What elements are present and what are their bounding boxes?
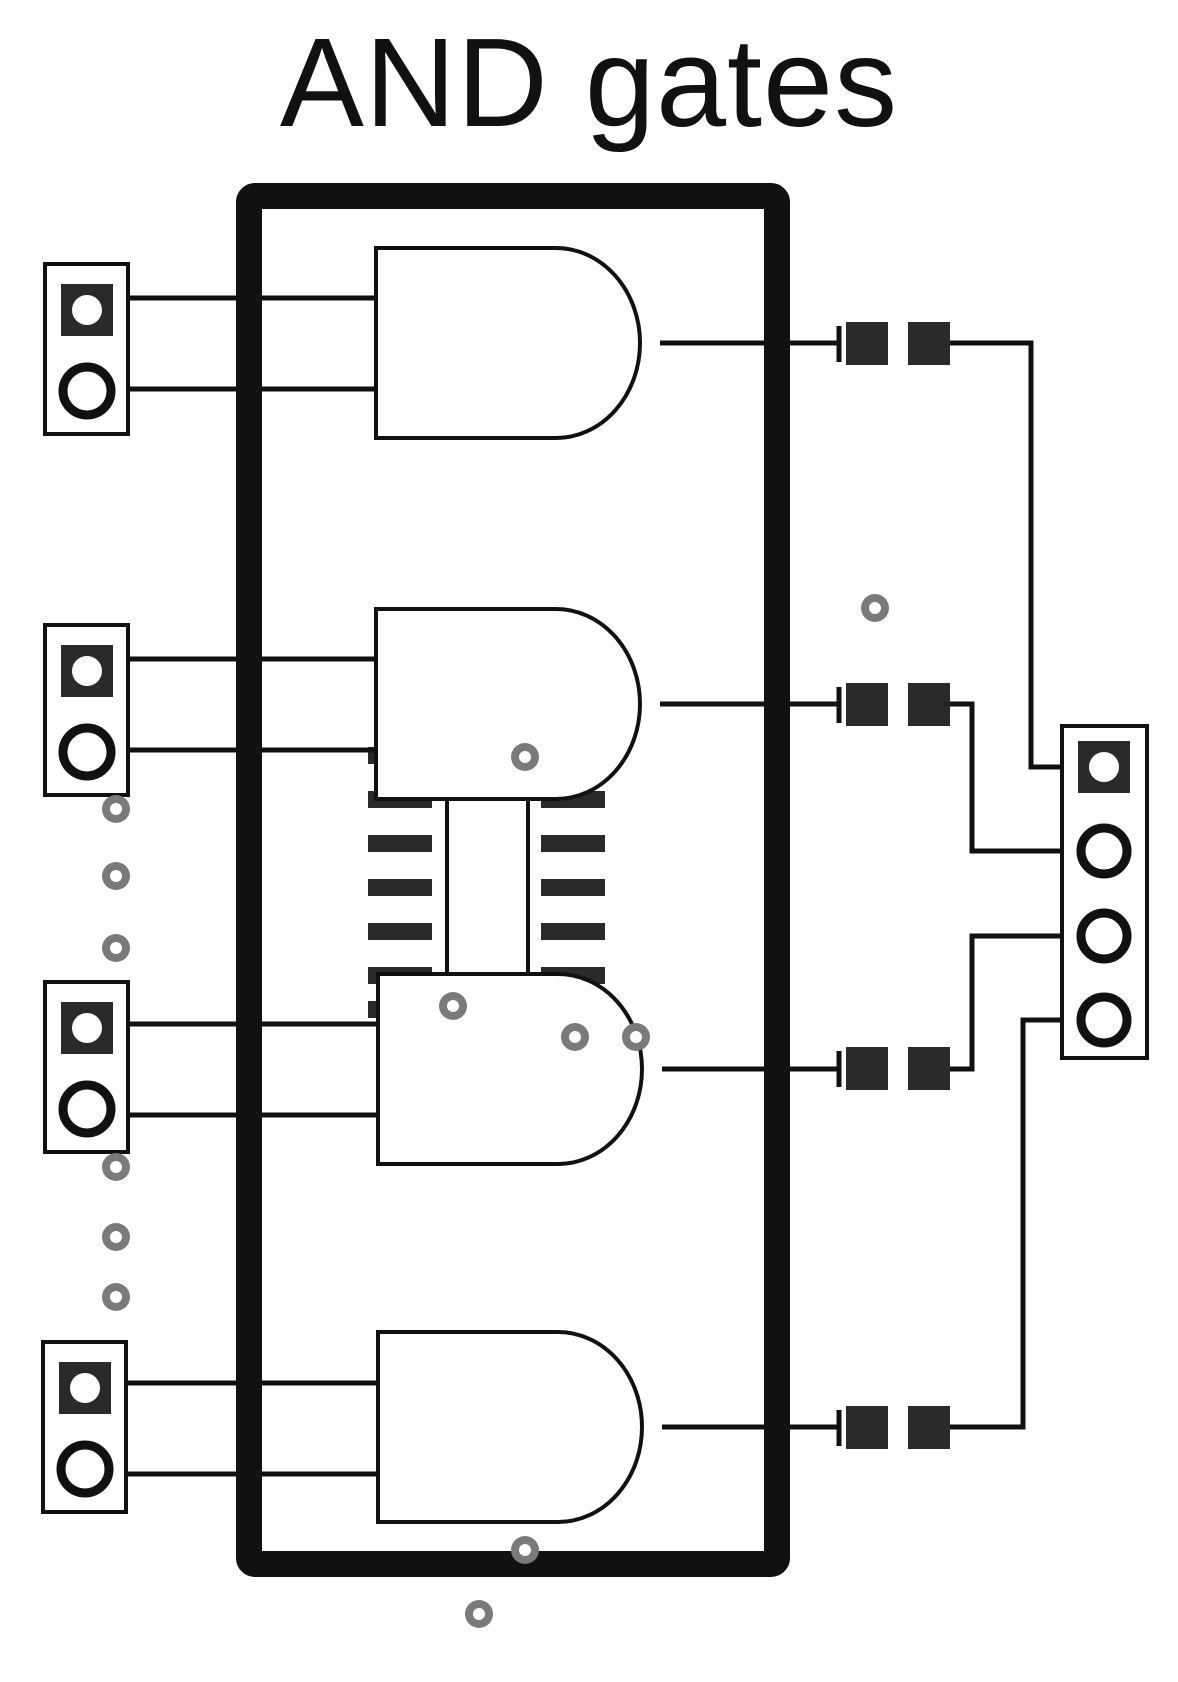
input-header-1 — [43, 262, 130, 436]
and-gate-3 — [128, 972, 839, 1166]
output-header — [1060, 724, 1149, 1060]
output-resistor-2 — [836, 683, 950, 726]
and-gate-1 — [128, 246, 839, 440]
input-header-4 — [41, 1340, 128, 1514]
and-gate-4 — [128, 1330, 839, 1524]
output-resistor-1 — [836, 322, 950, 365]
output-resistor-3 — [836, 1047, 950, 1090]
output-traces — [950, 340, 1062, 1430]
component-outline — [236, 183, 790, 1577]
and-gate-2 — [128, 607, 839, 801]
output-resistor-4 — [836, 1406, 950, 1449]
input-header-3 — [43, 980, 130, 1154]
input-header-2 — [43, 623, 130, 797]
board-title: AND gates — [279, 12, 899, 153]
